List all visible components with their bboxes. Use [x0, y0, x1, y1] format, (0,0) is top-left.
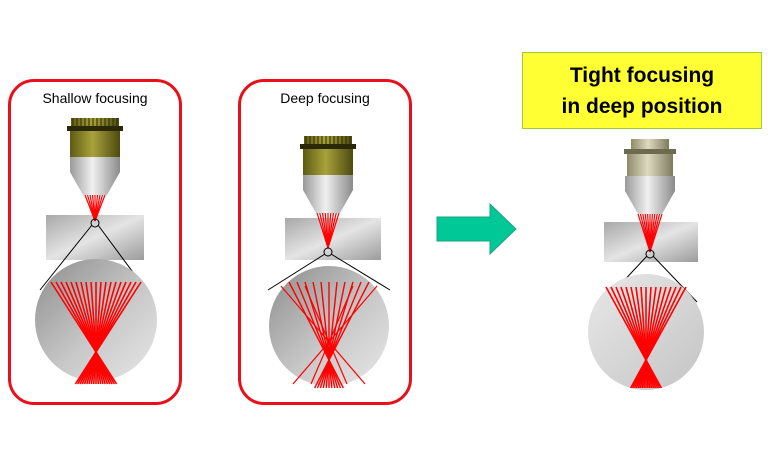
objective-nose — [303, 190, 353, 213]
objective-lens-icon — [624, 139, 676, 214]
magnified-beam-line — [316, 281, 362, 389]
objective-barrel — [625, 176, 675, 191]
shallow-focusing-diagram — [35, 118, 157, 385]
objective-lens-icon — [300, 136, 356, 213]
magnified-beam-line — [60, 281, 113, 385]
magnified-beam-line — [65, 281, 111, 385]
magnified-beam-line — [322, 281, 346, 389]
magnified-beam-line — [70, 281, 109, 385]
objective-body — [70, 131, 120, 157]
magnified-beam-line — [88, 281, 112, 385]
deep-focusing-panel: Deep focusing — [238, 79, 412, 405]
focal-spot-marker — [90, 218, 100, 228]
magnified-beam-line — [312, 281, 336, 389]
magnified-beam-line — [92, 281, 102, 385]
objective-body — [627, 154, 673, 176]
magnified-beam-line — [90, 281, 100, 385]
magnified-beam-line — [55, 281, 115, 385]
aberrated-beam-line — [310, 285, 354, 385]
aberrated-beam-line — [280, 285, 366, 385]
objective-knurl — [71, 118, 119, 126]
magnified-beam-line — [296, 281, 342, 389]
magnified-beam-line — [629, 286, 687, 389]
tight-focusing-callout: Tight focusing in deep position — [522, 52, 762, 129]
laser-beam-line — [649, 213, 663, 253]
magnified-beam-line — [90, 281, 107, 385]
focal-spot-marker — [645, 249, 655, 259]
magnified-beam-line — [86, 281, 117, 385]
objective-barrel — [303, 175, 353, 190]
magnified-beam-line — [50, 281, 118, 385]
aberrated-beam-line — [292, 285, 378, 385]
objective-barrel — [70, 157, 120, 172]
magnified-beam-line — [85, 281, 102, 385]
objective-cap — [631, 139, 669, 151]
shallow-focusing-label: Shallow focusing — [42, 90, 148, 106]
objective-knurl — [304, 136, 352, 144]
magnified-beam-line — [288, 281, 344, 389]
aberrated-beam-line — [304, 285, 348, 385]
magnified-beam-line — [80, 281, 104, 385]
focal-spot-marker — [323, 247, 333, 257]
laser-beam-line — [94, 194, 106, 222]
objective-ring — [624, 149, 676, 154]
zoom-line-left — [267, 253, 326, 291]
objective-ring — [67, 126, 123, 131]
magnified-beam-line — [79, 281, 132, 385]
magnified-beam-line — [77, 281, 137, 385]
magnified-beam-line — [81, 281, 127, 385]
shallow-focusing-panel: Shallow focusing — [8, 79, 182, 405]
objective-body — [303, 149, 353, 175]
deep-focusing-label: Deep focusing — [280, 90, 370, 106]
tight-focusing-diagram — [588, 139, 704, 390]
magnified-beam-line — [314, 281, 370, 389]
callout-line-1: Tight focusing — [569, 64, 715, 87]
sample-block-icon — [46, 215, 144, 260]
objective-nose — [70, 172, 120, 195]
magnified-beam-line — [83, 281, 122, 385]
right-arrow-icon — [436, 202, 517, 256]
objective-nose — [625, 191, 675, 214]
laser-beam-line — [327, 212, 340, 249]
zoom-line-right — [330, 253, 391, 291]
magnified-beam-line — [74, 281, 142, 385]
callout-line-2: in deep position — [561, 95, 723, 118]
magnified-beam-line — [75, 281, 106, 385]
deep-focusing-diagram — [267, 136, 391, 389]
objective-lens-icon — [67, 118, 123, 195]
zoom-line-left — [39, 224, 93, 291]
objective-ring — [300, 144, 356, 149]
